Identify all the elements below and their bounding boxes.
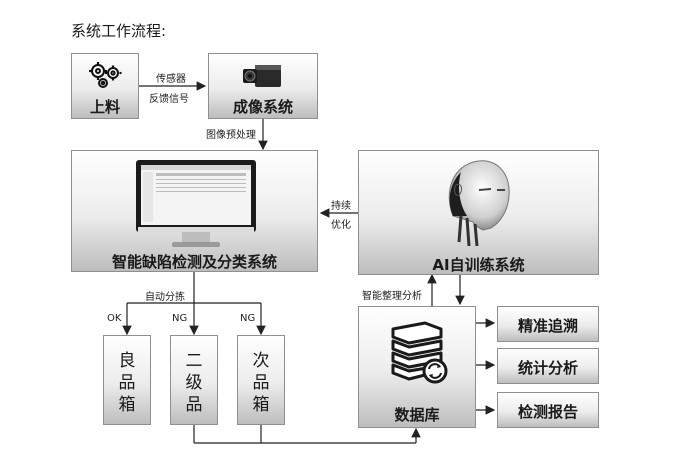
edge-label-ok: OK bbox=[107, 313, 122, 324]
diagram-title: 系统工作流程: bbox=[71, 22, 167, 40]
edge-label-ng1: NG bbox=[172, 313, 188, 324]
node-feed-label: 上料 bbox=[89, 98, 120, 116]
edge-label-optimize: 优化 bbox=[331, 220, 351, 231]
bin-second-label: 二级品 bbox=[185, 351, 203, 415]
node-database: 数据库 bbox=[358, 306, 476, 428]
edge-label-continuous: 持续 bbox=[331, 201, 351, 212]
node-database-label: 数据库 bbox=[394, 406, 440, 424]
edge-label-auto-sort: 自动分拣 bbox=[145, 292, 185, 303]
node-imaging-label: 成像系统 bbox=[232, 98, 293, 116]
gears-icon bbox=[89, 62, 122, 88]
monitor-icon bbox=[136, 160, 256, 247]
bin-good: 良品箱 bbox=[103, 335, 151, 425]
node-inspection-label: 智能缺陷检测及分类系统 bbox=[111, 253, 277, 271]
robot-head-icon bbox=[448, 160, 510, 247]
camera-icon bbox=[243, 65, 281, 87]
node-ai-training: AI自训练系统 bbox=[358, 150, 599, 275]
bin-third-label: 次品箱 bbox=[252, 351, 270, 415]
bin-third: 次品箱 bbox=[237, 335, 285, 425]
edge-label-ng2: NG bbox=[240, 313, 256, 324]
edge-label-preprocess: 图像预处理 bbox=[206, 130, 256, 141]
output-report: 检测报告 bbox=[497, 392, 599, 428]
edge-label-sensor: 传感器 bbox=[156, 74, 186, 85]
output-trace: 精准追溯 bbox=[497, 306, 599, 342]
edge-label-smart-analysis: 智能整理分析 bbox=[362, 291, 422, 302]
output-stats: 统计分析 bbox=[497, 348, 599, 384]
bin-good-label: 良品箱 bbox=[118, 351, 136, 415]
edge-label-feedback: 反馈信号 bbox=[149, 94, 189, 105]
node-ai-training-label: AI自训练系统 bbox=[432, 256, 525, 274]
node-inspection: 智能缺陷检测及分类系统 bbox=[71, 150, 318, 272]
bin-second: 二级品 bbox=[170, 335, 218, 425]
output-report-label: 检测报告 bbox=[517, 403, 578, 421]
output-trace-label: 精准追溯 bbox=[517, 317, 578, 335]
node-feed: 上料 bbox=[71, 53, 139, 119]
node-imaging: 成像系统 bbox=[208, 53, 318, 119]
output-stats-label: 统计分析 bbox=[517, 359, 578, 377]
database-icon bbox=[391, 321, 448, 384]
